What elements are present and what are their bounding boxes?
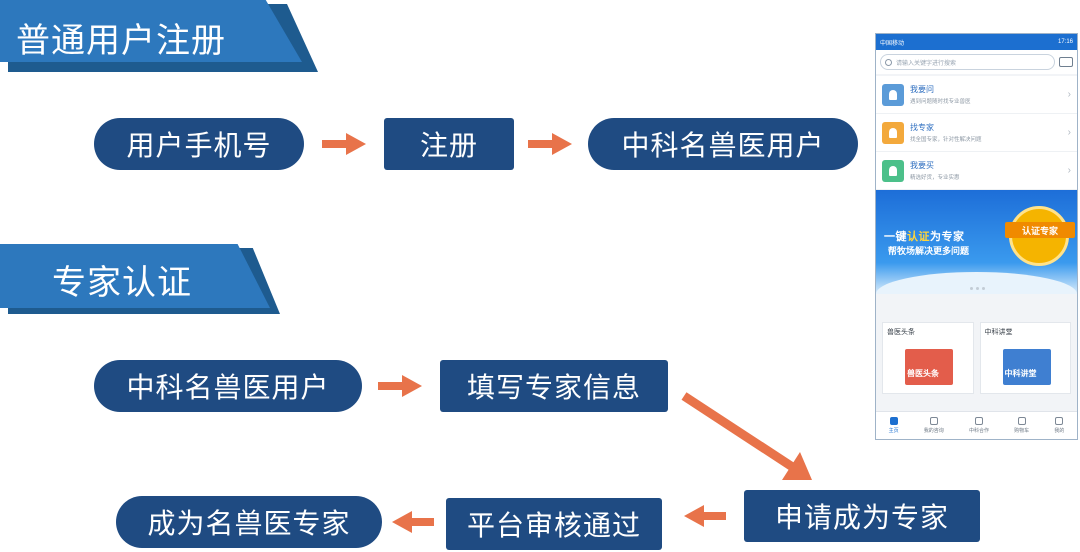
status-carrier: 中国移动 [880, 40, 905, 47]
cart-icon [882, 159, 904, 182]
message-icon[interactable] [1059, 57, 1073, 67]
status-time: 17:16 [1057, 39, 1073, 45]
card-vet-news[interactable]: 兽医头条 兽医头条 [882, 322, 974, 394]
handshake-icon [974, 417, 983, 425]
status-bar: 中国移动 17:16 [876, 34, 1077, 50]
card-image-label: 中科讲堂 [1004, 369, 1037, 378]
carousel-dots [970, 287, 985, 290]
flow-arrow-right [528, 133, 572, 155]
flow-node-phone: 用户手机号 [94, 118, 304, 170]
tab-home[interactable]: 主页 [889, 417, 899, 434]
cloud-decoration [876, 272, 1077, 294]
menu-item-subtitle: 精选好货，专业实惠 [910, 175, 960, 181]
tab-cooperate[interactable]: 中科合作 [969, 417, 989, 434]
search-row: 请输入关键字进行搜索 [876, 50, 1077, 74]
flow-arrow-left [392, 511, 434, 533]
person-icon [1055, 417, 1064, 425]
search-placeholder: 请输入关键字进行搜索 [896, 60, 957, 67]
menu-list: 我要问 遇到问题随时找专业兽医 › 找专家 找全国专家，针对性解决问题 › 我要… [876, 76, 1077, 190]
menu-item-subtitle: 找全国专家，针对性解决问题 [910, 137, 982, 143]
search-icon [885, 58, 892, 66]
menu-item-title: 我要问 [910, 85, 934, 94]
feature-cards: 兽医头条 兽医头条 中科讲堂 中科讲堂 [876, 294, 1077, 394]
flow-node-become-expert: 成为名兽医专家 [116, 496, 382, 548]
promo-banner[interactable]: 一键认证为专家 帮牧场解决更多问题 认证专家 [876, 190, 1077, 294]
flow-node-vet-user: 中科名兽医用户 [588, 118, 858, 170]
tab-cart[interactable]: 购物车 [1014, 417, 1029, 434]
flow-node-fill-info: 填写专家信息 [440, 360, 668, 412]
flow-arrow-right [322, 133, 366, 155]
promo-subheadline: 帮牧场解决更多问题 [888, 246, 970, 256]
menu-item-buy[interactable]: 我要买 精选好货，专业实惠 › [876, 152, 1077, 190]
section-title-expert: 专家认证 [52, 263, 192, 303]
card-lecture[interactable]: 中科讲堂 中科讲堂 [979, 322, 1071, 394]
flow-node-apply-expert: 申请成为专家 [744, 490, 980, 542]
flow-arrow-left [684, 505, 726, 527]
user-icon [882, 83, 904, 106]
chat-icon [929, 417, 938, 425]
section-title-register: 普通用户注册 [16, 21, 226, 61]
menu-item-title: 我要买 [910, 161, 934, 170]
chevron-right-icon: › [1067, 165, 1071, 176]
certified-badge-label: 认证专家 [1005, 222, 1075, 238]
menu-item-find-expert[interactable]: 找专家 找全国专家，针对性解决问题 › [876, 114, 1077, 152]
bottom-tab-bar: 主页 我的咨询 中科合作 购物车 我的 [876, 411, 1077, 439]
phone-screenshot: 中国移动 17:16 请输入关键字进行搜索 我要问 遇到问题随时找专业兽医 › … [875, 33, 1078, 440]
flow-node-register: 注册 [384, 118, 514, 170]
card-title: 兽医头条 [887, 329, 915, 336]
tab-consult[interactable]: 我的咨询 [924, 417, 944, 434]
home-icon [889, 417, 898, 425]
flow-node-platform-approve: 平台审核通过 [446, 498, 662, 550]
search-input[interactable]: 请输入关键字进行搜索 [880, 54, 1055, 70]
flow-arrow-right [378, 375, 422, 397]
chevron-right-icon: › [1067, 89, 1071, 100]
tab-me[interactable]: 我的 [1054, 417, 1064, 434]
card-image-label: 兽医头条 [907, 369, 939, 378]
menu-item-subtitle: 遇到问题随时找专业兽医 [910, 99, 971, 105]
promo-headline: 一键认证为专家 [884, 231, 965, 243]
card-title: 中科讲堂 [984, 329, 1013, 336]
expert-icon [882, 121, 904, 144]
news-image [905, 349, 953, 385]
cart-icon [1017, 417, 1026, 425]
flow-node-vet-user-2: 中科名兽医用户 [94, 360, 362, 412]
lecture-image [1002, 349, 1051, 385]
menu-item-ask[interactable]: 我要问 遇到问题随时找专业兽医 › [876, 76, 1077, 114]
chevron-right-icon: › [1067, 127, 1071, 138]
menu-item-title: 找专家 [910, 123, 934, 132]
